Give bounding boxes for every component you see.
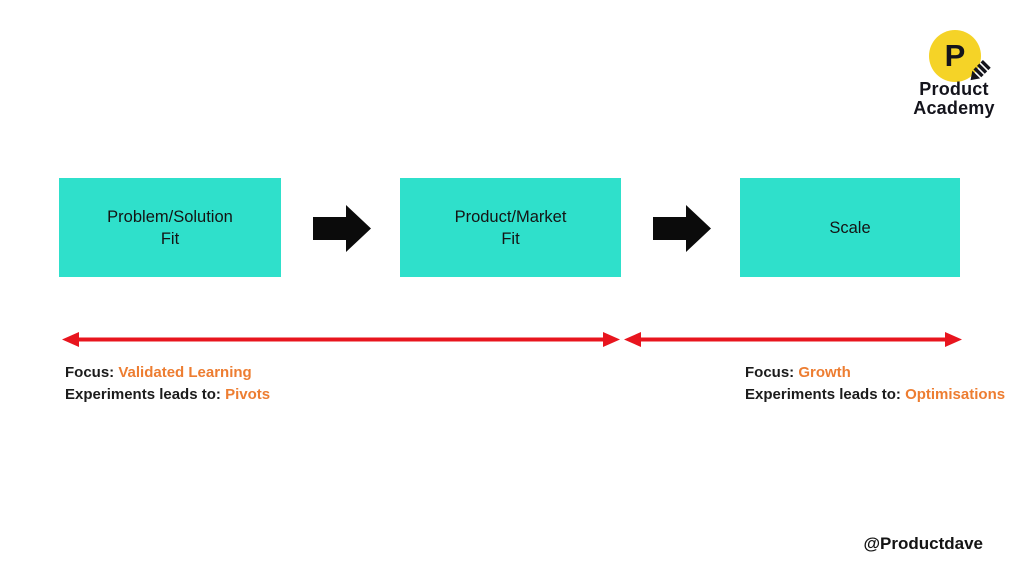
arrow-right-icon: [653, 205, 711, 252]
stage-product-market-fit: Product/Market Fit: [400, 178, 621, 277]
phase-note-problem-solution: Focus: Validated Learning Experiments le…: [65, 362, 270, 405]
stage-problem-solution-fit: Problem/Solution Fit: [59, 178, 281, 277]
author-handle: @Productdave: [863, 534, 983, 553]
focus-line: Focus: Validated Learning: [65, 362, 270, 384]
logo-circle: P: [929, 30, 981, 82]
experiments-line: Experiments leads to: Optimisations: [745, 384, 1005, 406]
stage-label: Scale: [829, 218, 871, 237]
experiments-label: Experiments leads to:: [65, 385, 221, 403]
experiments-value: Pivots: [225, 385, 271, 403]
experiments-label: Experiments leads to:: [745, 385, 901, 403]
logo-wordmark: Product Academy: [893, 80, 1015, 118]
focus-label: Focus:: [65, 364, 115, 381]
logo-wordmark-line1: Product: [919, 79, 989, 99]
logo-monogram: P: [944, 37, 966, 73]
stage-label: Problem/Solution Fit: [107, 207, 233, 248]
double-headed-arrow-icon: [624, 332, 962, 347]
focus-label: Focus:: [745, 364, 795, 381]
arrow-right-icon: [313, 205, 371, 252]
product-academy-logo: P Product Academy: [893, 28, 1015, 123]
logo-wordmark-line2: Academy: [913, 98, 995, 118]
focus-value: Validated Learning: [118, 364, 252, 381]
pencil-icon: [970, 59, 991, 81]
experiments-value: Optimisations: [905, 385, 1006, 403]
double-headed-arrow-icon: [62, 332, 620, 347]
focus-line: Focus: Growth: [745, 362, 1005, 384]
experiments-line: Experiments leads to: Pivots: [65, 384, 270, 406]
stage-label: Product/Market Fit: [454, 207, 567, 248]
stage-scale: Scale: [740, 178, 960, 277]
phase-note-scale: Focus: Growth Experiments leads to: Opti…: [745, 362, 1005, 405]
focus-value: Growth: [798, 364, 851, 381]
